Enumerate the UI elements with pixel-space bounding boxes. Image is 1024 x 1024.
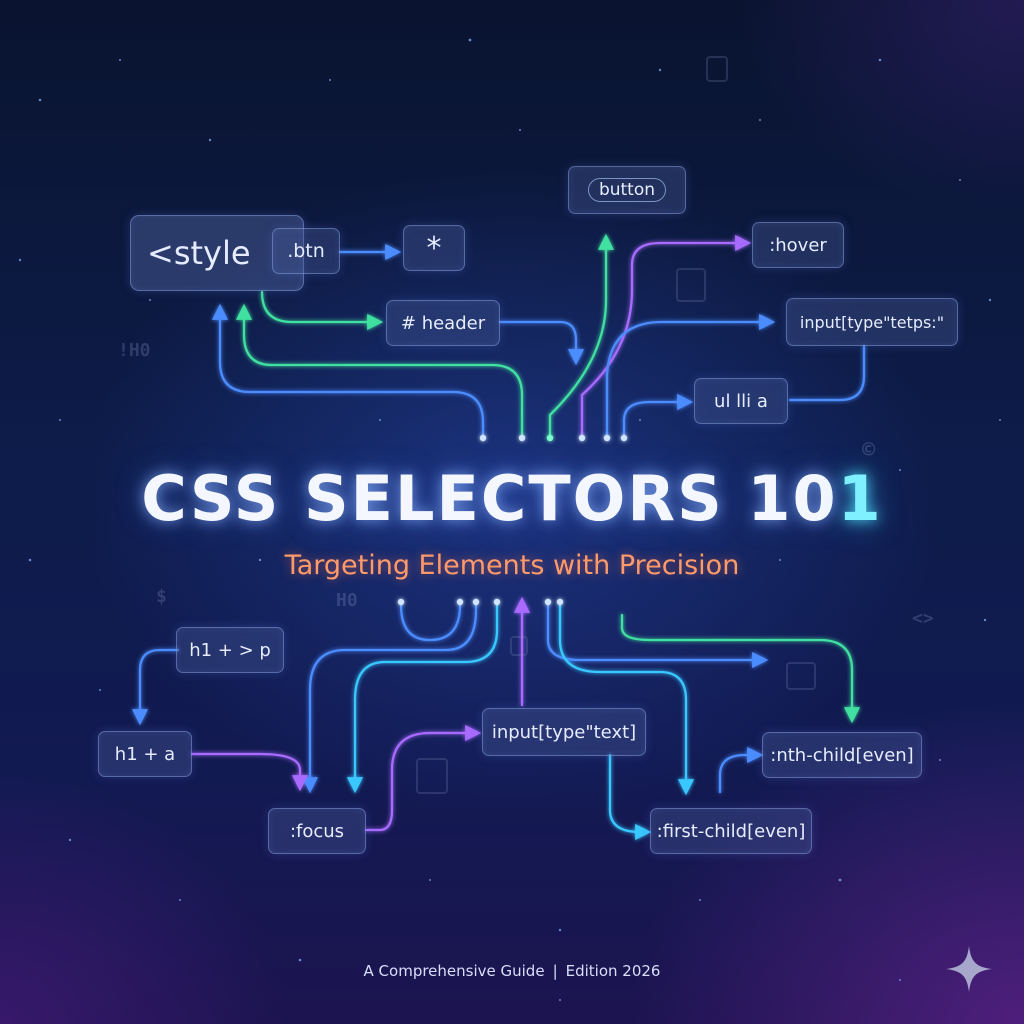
chip-label: h1 + > p <box>189 639 271 661</box>
lock-icon <box>416 758 448 794</box>
title-main: CSS SELECTORS 10 <box>141 462 838 535</box>
chip-adjacent: h1 + a <box>98 731 192 777</box>
chip-label: :first-child[even] <box>656 820 806 842</box>
chip-label: <style <box>147 234 251 272</box>
ghost-glyph: $ <box>156 586 167 607</box>
footer: A Comprehensive Guide | Edition 2026 <box>0 962 1024 980</box>
title-accent: 1 <box>837 462 883 535</box>
sparkle-icon <box>946 946 992 992</box>
chip-label: * <box>426 230 442 266</box>
chip-first-child: :first-child[even] <box>650 808 812 854</box>
connector-dots <box>397 434 628 606</box>
chip-label: :hover <box>769 234 827 256</box>
chip-input-attr: input[type"tetps:" <box>786 298 958 346</box>
chip-focus: :focus <box>268 808 366 854</box>
chip-label: # header <box>400 312 486 334</box>
chip-label: input[type"text] <box>491 721 637 743</box>
chip-label: :nth-child[even] <box>770 744 914 766</box>
ghost-glyph: © <box>862 438 876 463</box>
ghost-glyph: !H0 <box>118 340 151 361</box>
chip-hover: :hover <box>752 222 844 268</box>
chip-label: .btn <box>287 240 325 262</box>
chip-style-tag: <style <box>130 215 304 291</box>
ghost-glyph: <> <box>912 608 934 629</box>
lock-icon <box>676 268 706 302</box>
ghost-glyph: H0 <box>336 590 358 611</box>
doc-icon <box>706 56 728 82</box>
window-icon <box>786 662 816 690</box>
chip-universal: * <box>403 225 465 271</box>
stars <box>18 38 1001 1001</box>
chip-input-text: input[type"text] <box>482 708 646 756</box>
chip-label: button <box>587 178 667 202</box>
chip-label: input[type"tetps:" <box>799 312 945 332</box>
doc-icon <box>510 636 528 656</box>
footer-separator: | <box>552 962 558 980</box>
chip-descendant: ul lli a <box>694 378 788 424</box>
poster-title: CSS SELECTORS 101 <box>0 462 1024 535</box>
chip-nth-child: :nth-child[even] <box>762 732 922 778</box>
chip-header-id: # header <box>386 300 500 346</box>
chip-label: :focus <box>289 820 345 842</box>
chip-button: button <box>568 166 686 214</box>
chip-btn-class: .btn <box>272 228 340 274</box>
chip-label: h1 + a <box>114 743 176 765</box>
footer-left: A Comprehensive Guide <box>363 962 545 980</box>
poster-subtitle: Targeting Elements with Precision <box>284 550 740 581</box>
chip-sibling: h1 + > p <box>176 627 284 673</box>
footer-right: Edition 2026 <box>565 962 661 980</box>
chip-label: ul lli a <box>714 390 768 412</box>
